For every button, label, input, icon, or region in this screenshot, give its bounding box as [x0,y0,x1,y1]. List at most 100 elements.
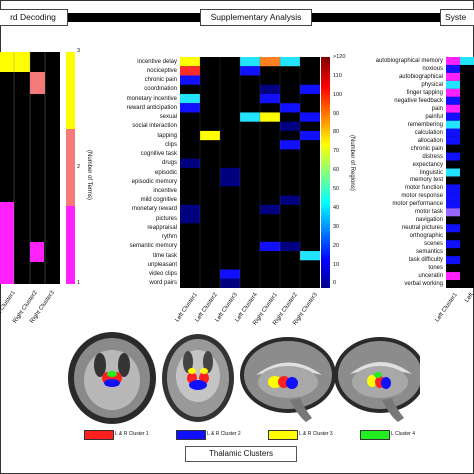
middle-cell [220,278,240,288]
right-cell [446,256,460,265]
middle-row-label: clips [164,141,177,148]
right-row-label: unceratin [418,273,443,280]
right-row-label: noxious [422,65,443,72]
middle-row-label: tapping [157,132,177,139]
legend-swatch [176,430,206,440]
brain-sagittal-2 [334,337,420,422]
right-row-label: linguistic [419,169,443,176]
left-cell [0,202,14,284]
middle-row-label: mild cognitive [140,197,177,204]
middle-row-label: chronic pain [144,77,177,84]
right-row-label: orthographic [409,233,443,240]
right-row-label: allocation [417,137,443,144]
middle-row-label: video clips [148,271,177,278]
legend-label: L & R Cluster 3 [299,431,333,437]
right-row-label: memory test [409,177,443,184]
right-row-label: autobiographical memory [375,57,443,64]
middle-cell [180,57,200,67]
left-colorbar-tick: 2 [77,164,81,170]
legend-swatch [84,430,114,440]
middle-cell [180,204,200,215]
middle-row-label: reward anticipation [126,104,177,111]
brain-coronal-2 [162,334,234,422]
middle-row-label: reappraisal [147,224,177,231]
right-cell [446,72,460,81]
right-row-label: neutral pictures [401,225,443,232]
right-cell [446,96,460,105]
middle-cell [280,121,300,131]
right-row-label: task difficulty [408,257,443,264]
brain-sagittal-1 [240,337,336,422]
middle-cell [180,66,200,76]
middle-cell [220,269,240,279]
middle-cell [280,57,300,67]
middle-cell [220,167,240,178]
right-row-label: distress [422,153,443,160]
right-cell [446,136,460,145]
middle-panel-title: Supplementary Analysis [200,9,312,26]
right-row-label: physical [421,81,443,88]
right-cell [446,192,460,201]
right-panel-title: Syste [440,9,474,26]
middle-row-label: incentive [153,187,177,194]
middle-row-label: sexual [159,114,177,121]
middle-row-label: word pairs [149,280,177,287]
right-cell [446,112,460,121]
middle-cell [200,130,220,141]
middle-row-label: episodic [154,169,177,176]
middle-row-label: time task [152,252,177,259]
middle-cell [260,84,280,94]
middle-row-label: unpleasant [147,261,177,268]
left-colorbar-tick: 1 [77,280,81,286]
right-cell [446,152,460,161]
middle-row-label: pictures [155,215,177,222]
right-row-label: remembering [407,121,443,128]
right-cell [446,128,460,137]
middle-row-label: episodic memory [131,178,177,185]
right-row-label: motor performance [392,201,443,208]
middle-cell [240,112,260,122]
middle-row-label: incentive delay [137,58,177,65]
middle-cell [280,103,300,113]
middle-cell [300,112,320,122]
right-row-label: verbal working [404,281,443,288]
right-cell [446,224,460,233]
right-row-label: motor task [414,209,443,216]
middle-row-label: semantic memory [129,243,177,250]
right-row-label: chronic pain [410,145,443,152]
middle-heatmap [180,57,320,288]
right-heatmap [446,57,474,288]
right-cell [446,80,460,89]
right-cell [446,120,460,129]
middle-cell [180,214,200,224]
middle-colorbar-tick: 90 [333,110,340,117]
middle-colorbar-tick: >120 [333,54,346,60]
legend-label: L Cluster 4 [391,431,415,437]
middle-colorbar-tick: 20 [333,242,340,249]
middle-cell [300,251,320,261]
middle-colorbar-tick: 80 [333,129,340,136]
right-row-label: tones [428,265,443,272]
right-cell [446,88,460,97]
middle-cell [280,195,300,205]
right-row-label: motor response [401,193,443,200]
middle-cell [280,140,300,150]
middle-cell [180,93,200,104]
right-cell [446,272,460,281]
right-row-label: scenes [423,241,443,248]
middle-colorbar-tick: 30 [333,223,340,230]
footer-label: Thalamic Clusters [185,446,297,462]
middle-colorbar-tick: 50 [333,186,340,193]
right-cell [446,200,460,209]
right-row-label: painful [425,113,443,120]
legend-label: L & R Cluster 2 [207,431,241,437]
right-row-label: semantics [415,249,443,256]
right-cell [446,208,460,217]
right-row-label: navigation [415,217,443,224]
middle-colorbar-tick: 60 [333,167,340,174]
legend-swatch [360,430,390,440]
right-row-label: motor function [404,185,443,192]
brain-coronal-1 [68,332,156,424]
right-row-label: calculation [414,129,443,136]
middle-cell [240,57,260,67]
